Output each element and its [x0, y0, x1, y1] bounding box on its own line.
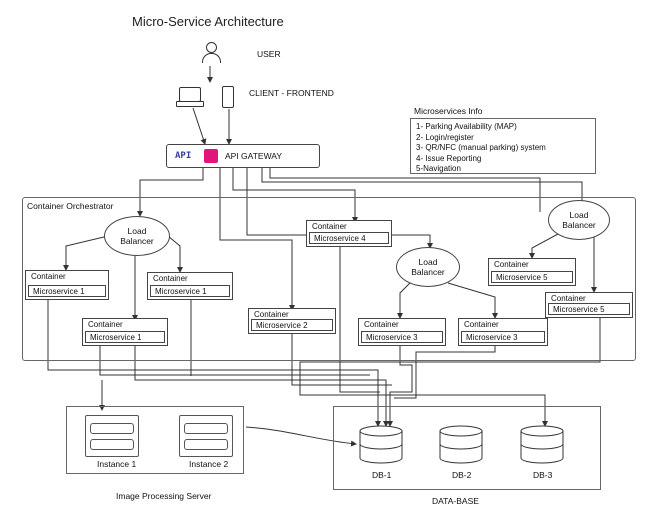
container-header: Container [364, 320, 399, 329]
database-icon [439, 425, 483, 464]
instance-2-label: Instance 2 [189, 459, 229, 469]
info-item: 3- QR/NFC (manual parking) system [416, 143, 546, 152]
container-microservice-5b: Container Microservice 5 [545, 292, 633, 318]
instance-2-box [179, 415, 233, 457]
load-balancer-label: Load [569, 210, 589, 220]
container-microservice-4: Container Microservice 4 [306, 220, 392, 247]
container-microservice-1c: Container Microservice 1 [82, 318, 168, 346]
load-balancer-label: Balancer [562, 220, 596, 230]
user-icon [200, 42, 222, 66]
microservice-name: Microservice 2 [251, 319, 333, 331]
container-header: Container [312, 222, 347, 231]
info-item: 2- Login/register [416, 132, 474, 142]
api-logo: API [175, 151, 192, 161]
container-orchestrator [22, 197, 636, 361]
microservice-name: Microservice 3 [461, 331, 545, 343]
load-balancer-label: Load [418, 257, 438, 267]
phone-icon [222, 86, 234, 108]
container-header: Container [254, 310, 289, 319]
info-item: 4- Issue Reporting [416, 153, 482, 163]
db-3-label: DB-3 [533, 470, 553, 480]
microservice-name: Microservice 3 [361, 331, 443, 343]
container-header: Container [153, 274, 188, 283]
db-1-label: DB-1 [372, 470, 392, 480]
container-header: Container [494, 260, 529, 269]
load-balancer-2: Load Balancer [396, 247, 460, 287]
container-header: Container [464, 320, 499, 329]
microservice-name: Microservice 4 [309, 232, 389, 244]
load-balancer-1: Load Balancer [104, 216, 170, 256]
api-gateway-label: API GATEWAY [225, 151, 282, 161]
container-microservice-5a: Container Microservice 5 [488, 258, 576, 286]
gateway-brand-icon [204, 149, 218, 163]
container-microservice-2: Container Microservice 2 [248, 308, 336, 334]
load-balancer-label: Load [127, 226, 147, 236]
info-item: 5-Navigation [416, 164, 461, 173]
microservice-name: Microservice 5 [491, 271, 573, 283]
microservices-info-box: 1- Parking Availability (MAP) 2- Login/r… [410, 118, 596, 174]
microservice-name: Microservice 1 [85, 331, 165, 343]
container-header: Container [88, 320, 123, 329]
database-label: DATA-BASE [432, 496, 479, 506]
database-icon [359, 425, 403, 464]
laptop-icon [176, 87, 204, 107]
api-gateway: API API GATEWAY [166, 144, 320, 168]
microservice-name: Microservice 1 [28, 285, 106, 297]
client-frontend-label: CLIENT - FRONTEND [249, 88, 334, 98]
info-item: 1- Parking Availability (MAP) [416, 122, 517, 131]
image-processing-server [66, 406, 244, 474]
database-icon [520, 425, 564, 464]
container-microservice-3a: Container Microservice 3 [358, 318, 446, 346]
microservice-name: Microservice 5 [548, 303, 630, 315]
user-label: USER [257, 49, 281, 59]
diagram-title: Micro-Service Architecture [132, 14, 284, 29]
container-microservice-1b: Container Microservice 1 [147, 272, 233, 300]
container-microservice-1a: Container Microservice 1 [25, 270, 109, 300]
container-header: Container [551, 294, 586, 303]
orchestrator-label: Container Orchestrator [27, 201, 114, 211]
load-balancer-3: Load Balancer [548, 200, 610, 240]
instance-1-label: Instance 1 [97, 459, 137, 469]
container-microservice-3b: Container Microservice 3 [458, 318, 548, 346]
database-group [333, 406, 601, 490]
image-server-label: Image Processing Server [116, 491, 212, 501]
load-balancer-label: Balancer [120, 236, 154, 246]
info-heading: Microservices Info [414, 106, 483, 116]
load-balancer-label: Balancer [411, 267, 445, 277]
microservice-name: Microservice 1 [150, 285, 230, 297]
db-2-label: DB-2 [452, 470, 472, 480]
container-header: Container [31, 272, 66, 281]
instance-1-box [85, 415, 139, 457]
